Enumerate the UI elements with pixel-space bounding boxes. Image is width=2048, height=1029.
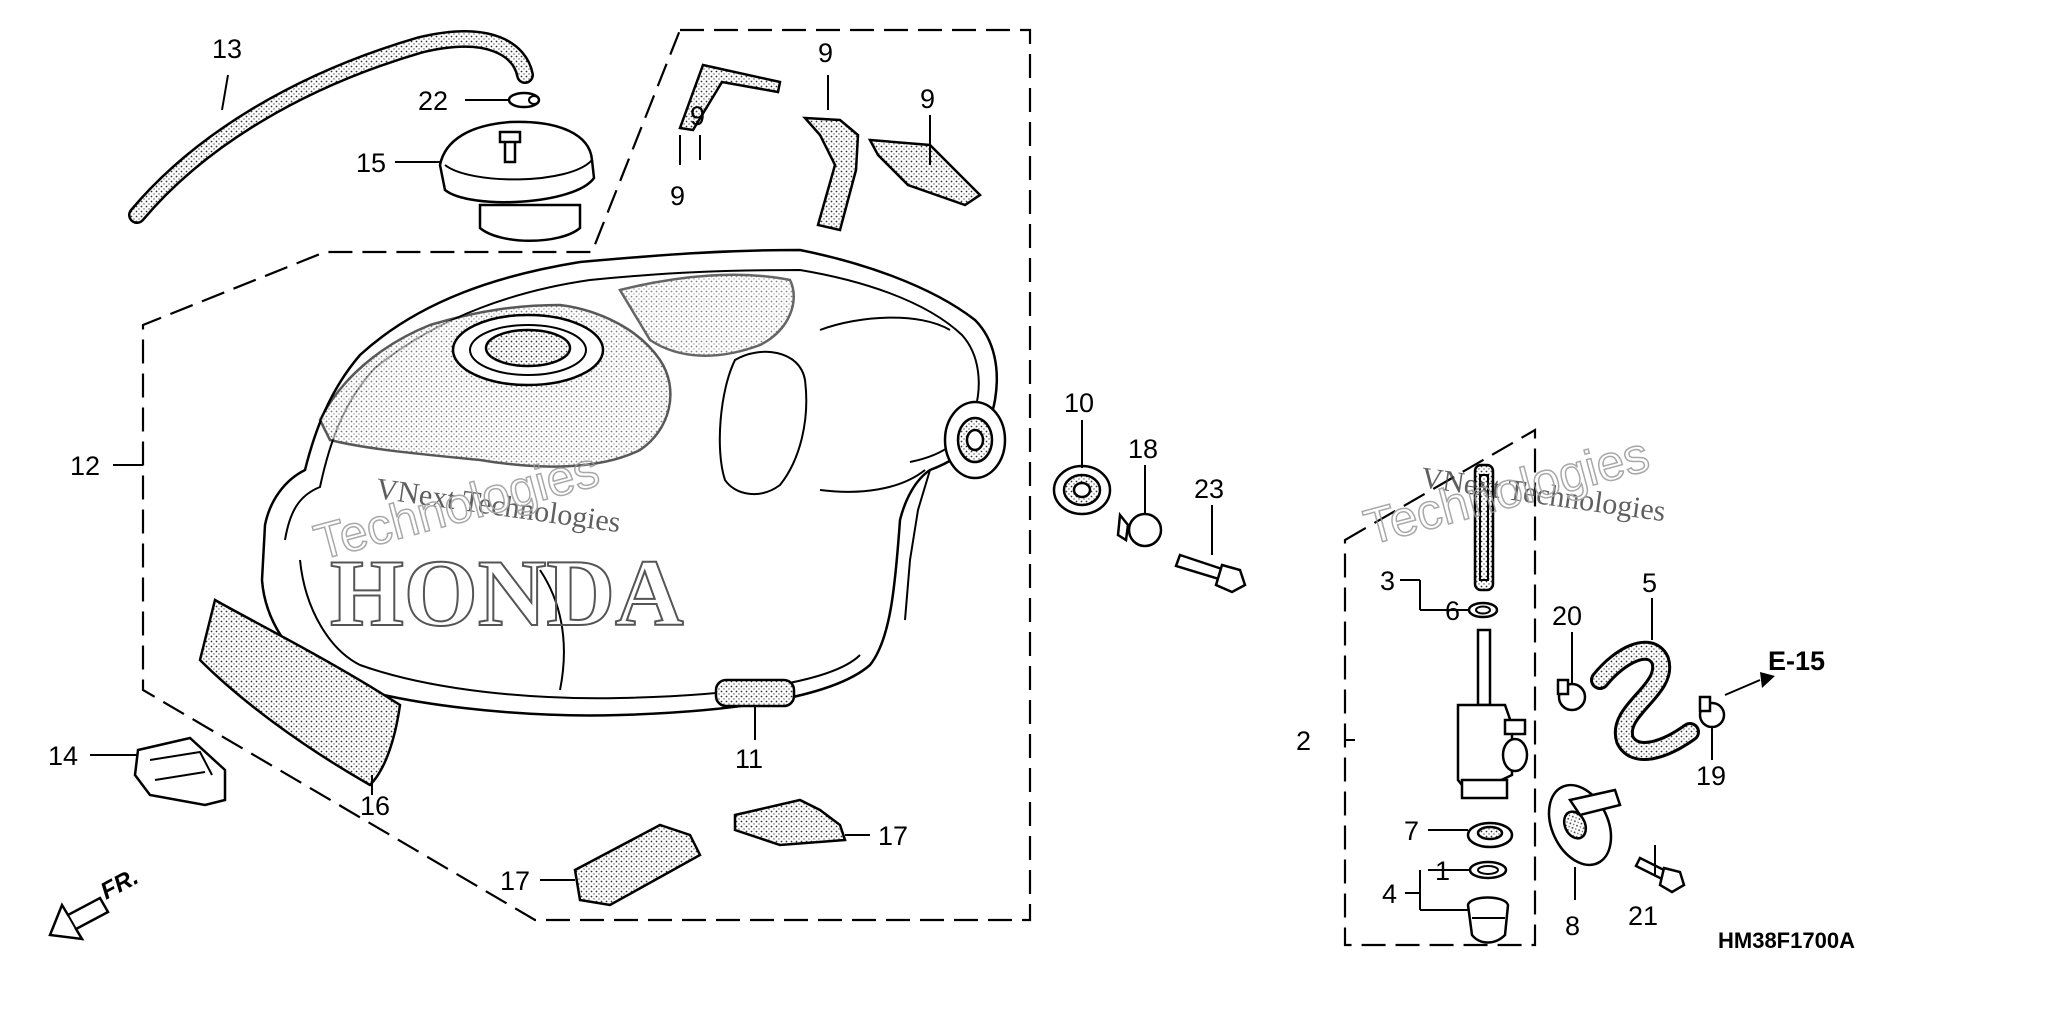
callout-9-b: 9: [818, 38, 833, 68]
callout-3: 3: [1380, 566, 1395, 596]
part-19-clamp: [1698, 695, 1726, 729]
callout-20: 20: [1552, 601, 1582, 631]
callout-10: 10: [1064, 388, 1094, 418]
callout-21: 21: [1628, 901, 1658, 931]
part-20-clamp: [1556, 678, 1587, 712]
dashed-frame-fuel-valve-group: [1343, 428, 1537, 947]
part-11-cushion: [714, 678, 796, 708]
leader-lines: [90, 74, 1775, 911]
part-1-o-ring: [1468, 860, 1508, 880]
callout-1: 1: [1435, 856, 1450, 886]
callout-17-a: 17: [878, 821, 908, 851]
part-9-pad-b: [802, 116, 860, 232]
part-17-pad-a: [733, 798, 847, 847]
part-2-fuel-valve: [1456, 628, 1529, 800]
part-13-breather-tube: [128, 30, 534, 224]
part-10-grommet: [1052, 464, 1112, 516]
callout-4: 4: [1382, 879, 1397, 909]
callout-23: 23: [1194, 474, 1224, 504]
dashed-frame-tank-group: [141, 28, 1032, 922]
callout-5: 5: [1642, 568, 1657, 598]
callout-14: 14: [48, 741, 78, 771]
part-8-knob: [1547, 783, 1622, 867]
part-12-fuel-tank: HONDA: [260, 248, 1007, 717]
part-23-bolt: [1174, 553, 1247, 594]
callout-13: 13: [212, 34, 242, 64]
part-21-bolt: [1634, 856, 1686, 894]
part-9-pad-c: [867, 138, 982, 207]
callout-9-d: 9: [690, 101, 705, 131]
callout-12: 12: [70, 451, 100, 481]
front-arrow: FR.: [48, 863, 143, 941]
callout-22: 22: [418, 86, 448, 116]
callout-9-c: 9: [920, 84, 935, 114]
part-7-filter: [1466, 821, 1514, 849]
part-17-pad-b: [573, 823, 702, 907]
callout-17-b: 17: [500, 866, 530, 896]
part-6-o-ring: [1467, 601, 1499, 619]
part-22-clip: [507, 91, 541, 109]
callout-16: 16: [360, 791, 390, 821]
callout-numbers: 13 22 15 9 9 9 9 12 10 18 23 14 16 11 17…: [48, 34, 1726, 941]
callout-2: 2: [1296, 726, 1311, 756]
part-16-side-pad: [198, 598, 402, 787]
callout-15: 15: [356, 148, 386, 178]
part-18-collar: [1116, 511, 1163, 548]
callout-9-a: 9: [670, 181, 685, 211]
front-arrow-label: FR.: [96, 863, 143, 905]
tank-brand-logo: HONDA: [330, 540, 684, 646]
part-14-grommet: [133, 736, 227, 807]
drawing-code: HM38F1700A: [1718, 928, 1855, 953]
part-15-fuel-cap: [438, 120, 596, 242]
callout-7: 7: [1404, 816, 1419, 846]
part-4-sediment-cup: [1466, 896, 1510, 944]
watermark-right: VNext Technologies Technologies: [1358, 425, 1668, 556]
section-reference-e15: E-15: [1768, 646, 1825, 676]
callout-8: 8: [1565, 911, 1580, 941]
part-3-strainer: [1473, 463, 1495, 592]
callout-18: 18: [1128, 434, 1158, 464]
callout-11: 11: [735, 744, 763, 774]
callout-6: 6: [1445, 596, 1460, 626]
part-5-fuel-hose: [1590, 640, 1700, 761]
part-9-pad-a: [678, 63, 782, 132]
callout-19: 19: [1696, 761, 1726, 791]
